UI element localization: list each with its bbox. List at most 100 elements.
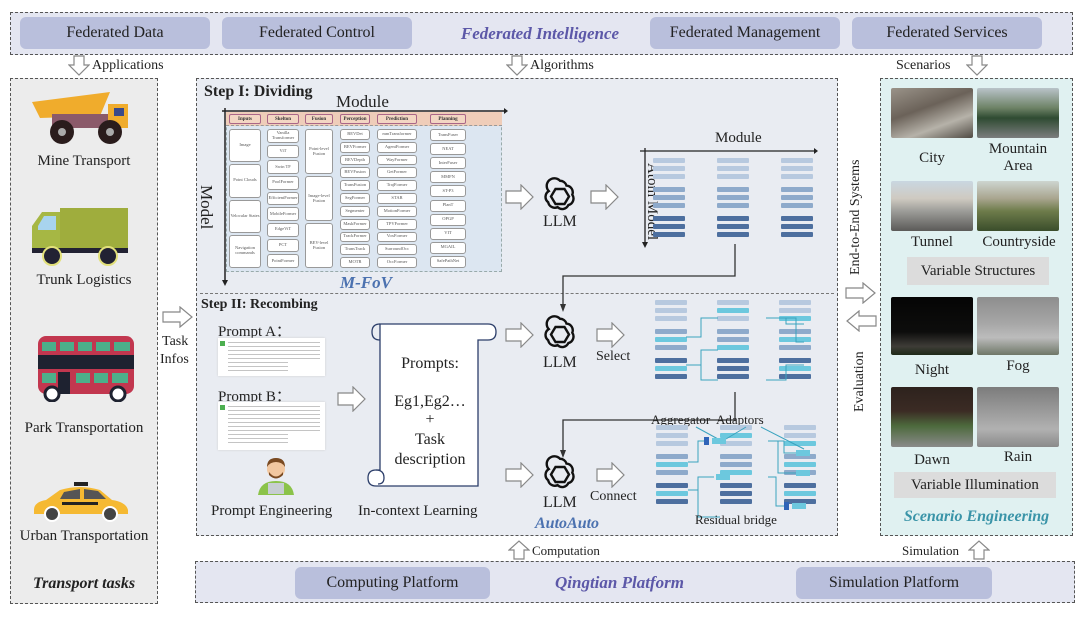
atom-model-block (717, 166, 749, 171)
selected-model-block (717, 374, 749, 379)
atom-model-block (717, 203, 749, 208)
table-header-skelton: Skelton (267, 114, 299, 124)
step1-llm-label: LLM (543, 213, 577, 230)
atom-model-block (781, 195, 813, 200)
mountain-area-label: Mountain Area (988, 141, 1048, 175)
atom-model-block (653, 166, 685, 171)
city-scene-image (891, 88, 973, 138)
prediction-cell: WayFormer (377, 154, 417, 166)
federated-control-label: Federated Control (259, 24, 375, 41)
perception-cell: BEVFormer (340, 141, 370, 153)
connected-model-block (656, 470, 688, 475)
atom-model-block (717, 195, 749, 200)
atom-model-block (653, 203, 685, 208)
connected-model-block (720, 499, 752, 504)
selected-model-block (779, 308, 811, 313)
connected-model-block (720, 425, 752, 430)
input-cell: Navigation commands (229, 234, 261, 268)
atom-model-block (653, 216, 685, 221)
connect-label: Connect (590, 489, 637, 504)
selected-model-block (717, 329, 749, 334)
skelton-cell: ViT (267, 144, 299, 159)
selected-model-block (655, 316, 687, 321)
prompt-b-document (218, 402, 325, 450)
selected-model-block (717, 358, 749, 363)
night-label: Night (914, 362, 950, 378)
federated-control-pill: Federated Control (222, 17, 412, 49)
qingtian-platform-title: Qingtian Platform (555, 573, 684, 592)
variable-structures-tag: Variable Structures (907, 257, 1049, 285)
variable-structures-label: Variable Structures (920, 262, 1036, 279)
prediction-cell: GetFormer (377, 167, 417, 179)
connect-llm-label: LLM (543, 494, 577, 511)
dawn-label: Dawn (914, 452, 950, 468)
tunnel-scene-image (891, 181, 973, 231)
task-infos-label-2: Infos (160, 352, 189, 367)
evaluation-arrow-icon (846, 310, 877, 332)
m-fov-caption: M-FoV (340, 273, 392, 292)
atom-axes (640, 148, 818, 248)
cargo-truck-icon (32, 208, 128, 266)
rain-label: Rain (1003, 449, 1033, 465)
prediction-cell: SurroundOcc (377, 244, 417, 256)
autoauto-caption: AutoAuto (535, 515, 600, 532)
selected-model-block (779, 345, 811, 350)
atom-model-block (717, 224, 749, 229)
tunnel-label: Tunnel (911, 234, 953, 250)
prediction-cell: TPVFormer (377, 218, 417, 230)
atom-model-block (653, 187, 685, 192)
selected-model-block (717, 308, 749, 313)
step2-title: Step II: Recombing (201, 297, 318, 312)
selected-model-block (779, 329, 811, 334)
perception-cell: BEVFusion (340, 167, 370, 179)
openai-llm-icon-select (544, 315, 575, 349)
scroll-description: description (394, 451, 466, 468)
end-to-end-systems-label: End-to-End Systems (848, 159, 863, 276)
atom-model-block (781, 166, 813, 171)
atom-model-block (717, 174, 749, 179)
applications-arrow-icon (68, 55, 90, 76)
connected-model-block (656, 433, 688, 438)
step1-to-llm-arrow-icon (505, 184, 534, 210)
atom-model-block (653, 158, 685, 163)
table-header-planning: Planning (430, 114, 466, 124)
perception-cell: SegFormer (340, 193, 370, 204)
openai-llm-icon (544, 177, 575, 211)
connected-model-block (656, 425, 688, 430)
to-select-llm-arrow-icon (505, 322, 534, 348)
connected-model-block (720, 470, 752, 475)
mountain-scene-image (977, 88, 1059, 138)
computation-arrow-icon (508, 540, 530, 560)
connected-model-block (784, 462, 816, 467)
countryside-scene-image (977, 181, 1059, 231)
city-label: City (919, 150, 945, 166)
connected-model-block (720, 454, 752, 459)
atom-model-block (781, 216, 813, 221)
atom-to-step2-connector (560, 244, 736, 312)
in-context-learning-label: In-context Learning (358, 503, 478, 519)
input-cell: Point Clouds (229, 164, 261, 198)
perception-cell: Segmenter (340, 205, 370, 217)
connected-model-block (784, 425, 816, 430)
connected-model-block (784, 441, 816, 446)
atom-model-block (781, 174, 813, 179)
prompt-scroll-icon (367, 323, 497, 487)
atom-module-axis-label: Module (715, 130, 762, 146)
planning-cell: MMFN (430, 171, 466, 184)
dump-truck-icon (32, 92, 128, 144)
federated-intelligence-title: Federated Intelligence (460, 24, 620, 43)
fog-scene-image (977, 297, 1059, 355)
prompt-a-document (218, 338, 325, 376)
fog-label: Fog (1006, 358, 1030, 374)
connected-model-block (720, 491, 752, 496)
skelton-cell: MobileFormer (267, 207, 299, 221)
skelton-cell: EfficientFormer (267, 191, 299, 206)
planning-cell: SafePathNet (430, 255, 466, 268)
fusion-cell: Image-level Fusion (305, 176, 333, 221)
perception-cell: MaskFormer (340, 218, 370, 230)
planning-cell: NEAT (430, 143, 466, 156)
select-links (686, 317, 804, 381)
perception-cell: TransTrack (340, 244, 370, 256)
perception-cell: BEVDepth (340, 154, 370, 166)
step1-axes (222, 108, 508, 286)
